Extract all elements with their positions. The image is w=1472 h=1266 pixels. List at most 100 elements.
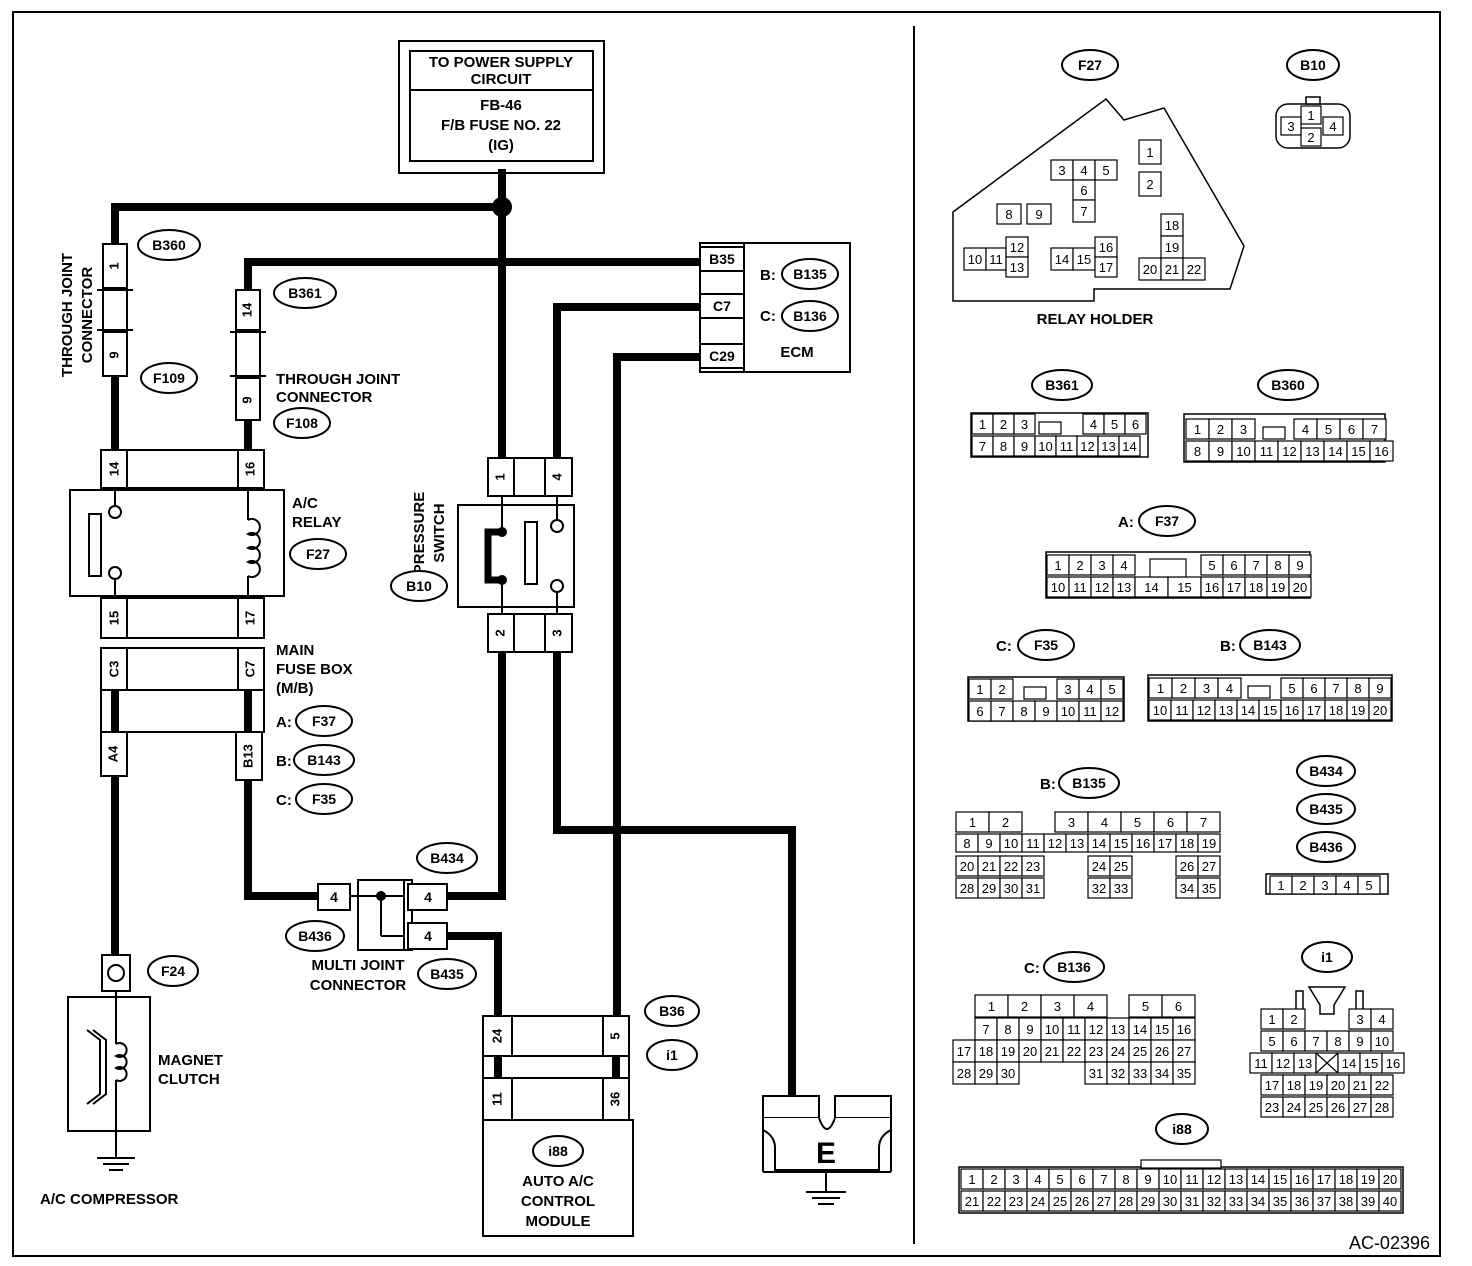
b136-pin-16: 16 xyxy=(1177,1022,1191,1037)
b143-pin-12: 12 xyxy=(1197,703,1211,718)
b136-cell xyxy=(1172,1061,1196,1085)
b136-pin-10: 10 xyxy=(1045,1022,1059,1037)
b135-pin-14: 14 xyxy=(1092,836,1106,851)
i88-pin-24: 24 xyxy=(1031,1194,1045,1209)
b135-cell xyxy=(1197,833,1221,853)
f27-cell xyxy=(1094,159,1118,181)
i1-pin-8: 8 xyxy=(1334,1034,1341,1049)
b360-pin-6: 6 xyxy=(1348,422,1355,437)
b135-pin-28: 28 xyxy=(960,881,974,896)
through-joint-left-label-1: THROUGH JOINT xyxy=(59,253,76,377)
b136-cell xyxy=(1161,994,1196,1018)
b136-pin-32: 32 xyxy=(1111,1066,1125,1081)
f37-cell xyxy=(1288,576,1312,598)
b10-pin-2: 2 xyxy=(1307,130,1314,145)
b135-pin-27: 27 xyxy=(1202,859,1216,874)
f37-pin-9: 9 xyxy=(1296,558,1303,573)
badge-b360-view: B360 xyxy=(1271,377,1305,393)
b136-prefix-c: C: xyxy=(1024,960,1040,977)
i88-pin-12: 12 xyxy=(1207,1172,1221,1187)
b361-notch-cell xyxy=(1038,421,1062,435)
b360-cell xyxy=(1362,418,1387,440)
ecm: B35 C7 C29 B: B135 C: B136 ECM xyxy=(699,242,851,373)
b135-pin-15: 15 xyxy=(1114,836,1128,851)
b136-pin-3: 3 xyxy=(1054,999,1061,1014)
b136-pin-14: 14 xyxy=(1133,1022,1147,1037)
pressure-switch-label-1: PRESSURE xyxy=(411,492,428,575)
badge-b143-view: B143 xyxy=(1253,637,1287,653)
power-supply-box: TO POWER SUPPLY CIRCUIT FB-46 F/B FUSE N… xyxy=(398,40,605,174)
pin-relay-16: 16 xyxy=(242,462,257,476)
f37-pin-13: 13 xyxy=(1117,580,1131,595)
b143-pin-5: 5 xyxy=(1288,681,1295,696)
f37-notch-cell xyxy=(1149,558,1187,578)
i1-pin-6: 6 xyxy=(1290,1034,1297,1049)
i88-notch-cell xyxy=(1140,1159,1222,1169)
f27-pin-17: 17 xyxy=(1099,260,1113,275)
b135-pin-25: 25 xyxy=(1114,859,1128,874)
badge-f35-view: F35 xyxy=(1034,637,1058,653)
b136-pin-34: 34 xyxy=(1155,1066,1169,1081)
i1-pin-12: 12 xyxy=(1276,1056,1290,1071)
badge-f109: F109 xyxy=(153,370,185,386)
b135-cell xyxy=(988,811,1023,833)
f35-cell xyxy=(990,678,1014,700)
badge-b434-mj: B434 xyxy=(430,850,464,866)
f37-pin-18: 18 xyxy=(1249,580,1263,595)
b143-pin-17: 17 xyxy=(1307,703,1321,718)
b361-pin-6: 6 xyxy=(1132,417,1139,432)
i88-pin-20: 20 xyxy=(1383,1172,1397,1187)
b361-pin-12: 12 xyxy=(1080,439,1094,454)
b10-pin-3: 3 xyxy=(1287,119,1294,134)
b434-pin-3: 3 xyxy=(1321,878,1328,893)
b434-pin-2: 2 xyxy=(1299,878,1306,893)
i88-pin-40: 40 xyxy=(1383,1194,1397,1209)
f27-pin-21: 21 xyxy=(1165,262,1179,277)
b136-pin-1: 1 xyxy=(988,999,995,1014)
ground-label: E xyxy=(816,1137,836,1170)
i1-blank-cross xyxy=(1315,1052,1339,1074)
i88-cell xyxy=(1378,1168,1402,1190)
b136-pin-29: 29 xyxy=(979,1066,993,1081)
f35-pin-4: 4 xyxy=(1086,682,1093,697)
b135-cell xyxy=(1109,877,1133,899)
badge-b135-ecm: B135 xyxy=(793,266,827,282)
i88-pin-32: 32 xyxy=(1207,1194,1221,1209)
pin-mod-5: 5 xyxy=(607,1032,622,1039)
f27-pin-12: 12 xyxy=(1010,240,1024,255)
b361-pin-4: 4 xyxy=(1090,417,1097,432)
b136-pin-18: 18 xyxy=(979,1044,993,1059)
module-label-2: CONTROL xyxy=(521,1193,595,1210)
pressure-switch-label-2: SWITCH xyxy=(431,503,448,562)
pin-fuse-b13: B13 xyxy=(240,744,255,768)
i88-pin-39: 39 xyxy=(1361,1194,1375,1209)
f37-pin-19: 19 xyxy=(1271,580,1285,595)
b143-pin-20: 20 xyxy=(1373,703,1387,718)
b136-pin-12: 12 xyxy=(1089,1022,1103,1037)
pin-relay-15: 15 xyxy=(106,611,121,625)
f27-pin-5: 5 xyxy=(1102,163,1109,178)
magnet-clutch: F24 MAGNET CLUTCH A/C COMPRESSOR xyxy=(40,954,223,1208)
i1-pin-19: 19 xyxy=(1309,1078,1323,1093)
f37-pin-20: 20 xyxy=(1293,580,1307,595)
badge-b135-view: B135 xyxy=(1072,775,1106,791)
b136-pin-2: 2 xyxy=(1021,999,1028,1014)
b361-pin-8: 8 xyxy=(1000,439,1007,454)
i88-pin-31: 31 xyxy=(1185,1194,1199,1209)
b143-pin-1: 1 xyxy=(1157,681,1164,696)
b136-pin-27: 27 xyxy=(1177,1044,1191,1059)
f35-pin-5: 5 xyxy=(1108,682,1115,697)
b360-pin-13: 13 xyxy=(1305,444,1319,459)
f27-pin-13: 13 xyxy=(1010,260,1024,275)
f27-cell xyxy=(1026,203,1052,225)
i88-pin-17: 17 xyxy=(1317,1172,1331,1187)
b434-cell xyxy=(1357,875,1381,895)
b143-pin-18: 18 xyxy=(1329,703,1343,718)
f37-pin-11: 11 xyxy=(1073,580,1087,595)
b136-pin-30: 30 xyxy=(1001,1066,1015,1081)
i1-pin-28: 28 xyxy=(1375,1100,1389,1115)
pin-fuse-c3: C3 xyxy=(106,661,121,678)
f35-cell xyxy=(1100,700,1124,722)
f27-pin-9: 9 xyxy=(1035,207,1042,222)
ecm-prefix-c: C: xyxy=(760,308,776,325)
